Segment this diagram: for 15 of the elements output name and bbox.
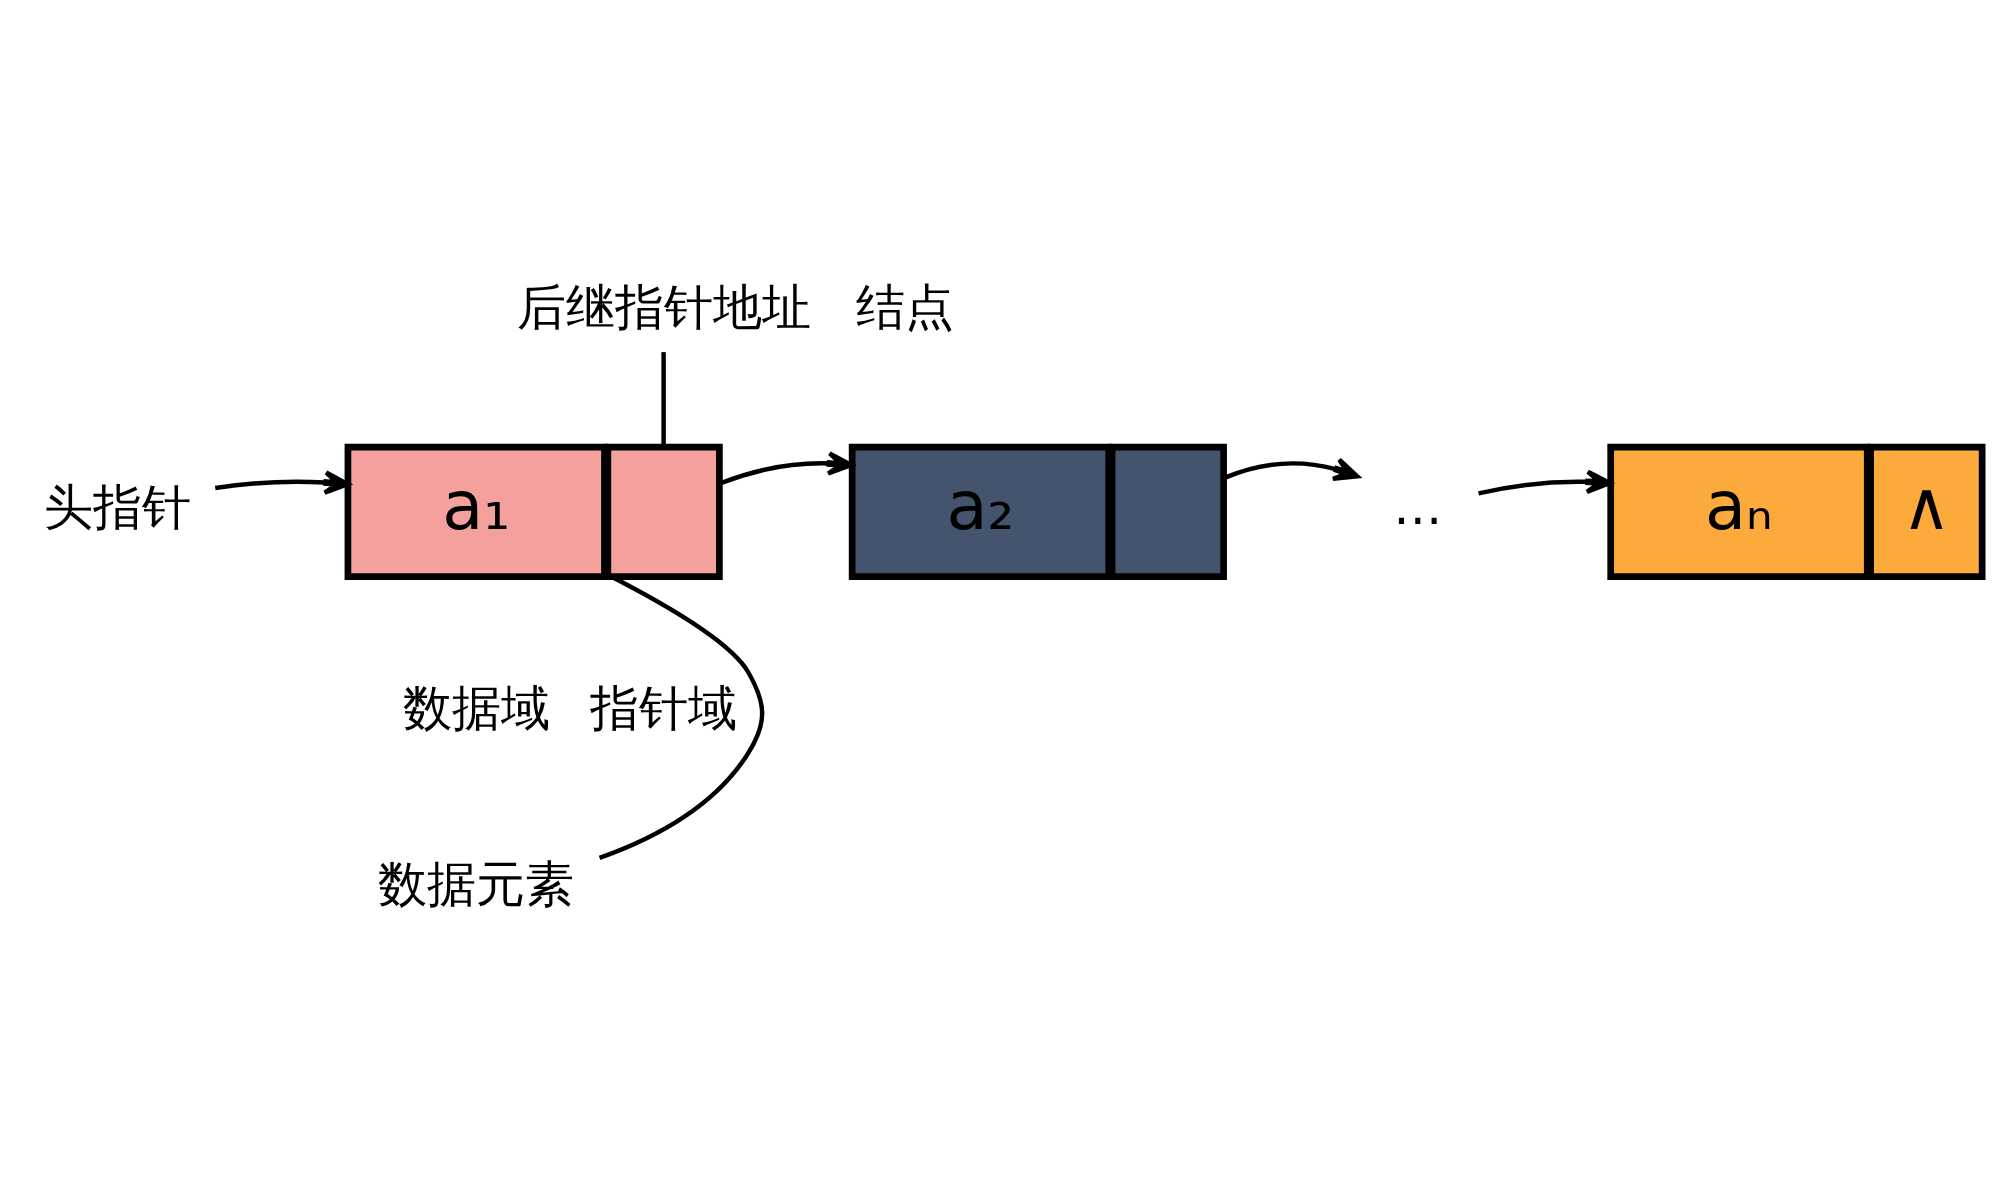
arrow: [214, 470, 350, 495]
label: 数据域: [402, 679, 550, 738]
arrow: [1223, 457, 1360, 481]
connector: [660, 352, 666, 447]
node-text: 头指针: [43, 478, 191, 537]
node-box: a₁: [344, 443, 608, 580]
label: 指针域: [589, 679, 737, 738]
arrow: [1477, 469, 1612, 496]
node-box: ∧: [1866, 443, 1985, 580]
node-text: …: [1392, 478, 1442, 537]
node-text: 后继指针地址: [516, 277, 811, 336]
label: 结点: [855, 277, 954, 336]
node-box: a₂: [848, 443, 1112, 580]
node-text: 数据元素: [377, 855, 574, 914]
node-box: [1108, 443, 1227, 580]
